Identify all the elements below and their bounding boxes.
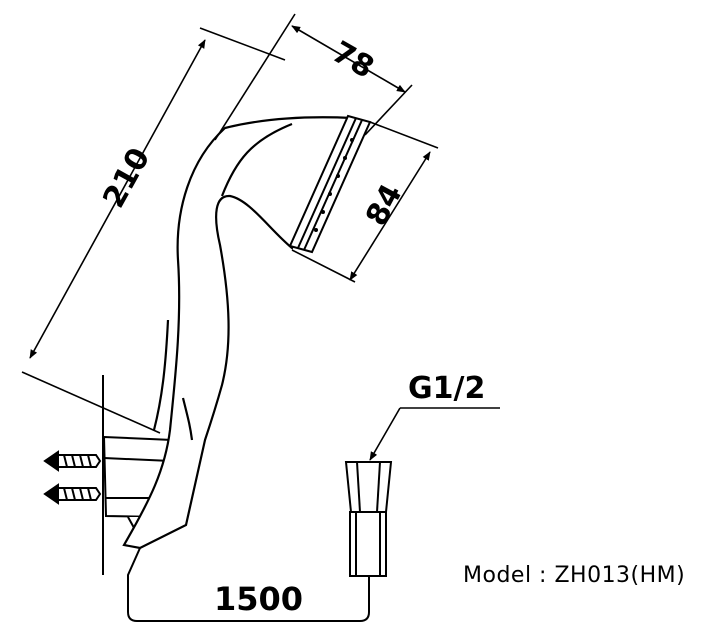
thread-label: G1/2 [408,371,485,406]
wall-screw-icon [43,450,102,472]
thread-leader [369,407,500,461]
dimension-78-label: 78 [326,35,380,86]
dimension-78 [214,13,413,141]
hose [127,547,370,622]
dimension-210 [21,27,286,434]
spray-face [288,114,372,254]
wall-screw-icon [43,483,102,505]
dimension-84-label: 84 [359,178,410,231]
model-label: Model : ZH013(HM) [463,563,686,588]
dimension-84 [291,121,439,283]
hose-length-label: 1500 [214,580,303,618]
spray-nozzles [314,138,354,232]
dimension-210-label: 210 [96,142,157,214]
hose-connector [344,461,393,577]
